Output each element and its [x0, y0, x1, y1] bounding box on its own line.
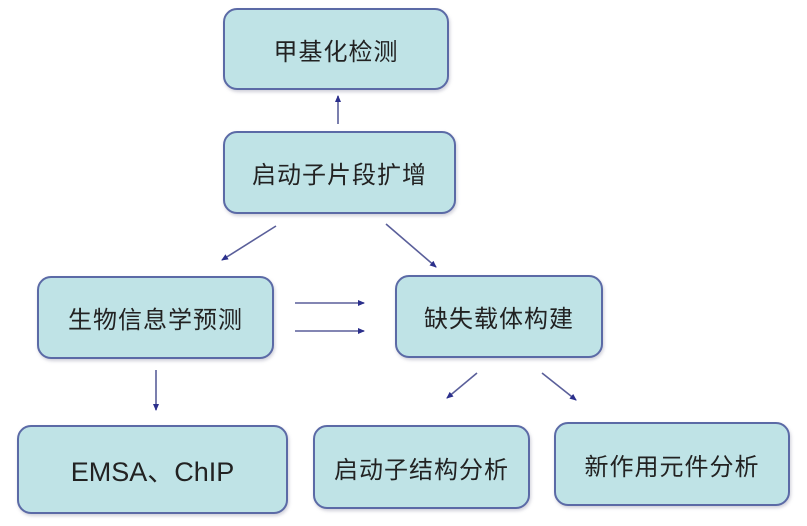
node-promoter-amplification: 启动子片段扩增: [223, 131, 456, 214]
node-bioinformatics-prediction: 生物信息学预测: [37, 276, 274, 359]
arrow-amplification-to-deletion-vector: [385, 223, 437, 268]
node-deletion-vector-construction: 缺失载体构建: [395, 275, 603, 358]
arrow-deletion-to-new-element: [541, 372, 577, 401]
node-methylation-detection: 甲基化检测: [223, 8, 449, 90]
node-new-element-analysis: 新作用元件分析: [554, 422, 790, 506]
node-emsa-chip: EMSA、ChIP: [17, 425, 288, 514]
arrow-amplification-to-bioinformatics: [221, 225, 277, 261]
node-promoter-structure-analysis: 启动子结构分析: [313, 425, 530, 509]
arrow-deletion-to-structure-analysis: [446, 372, 478, 399]
